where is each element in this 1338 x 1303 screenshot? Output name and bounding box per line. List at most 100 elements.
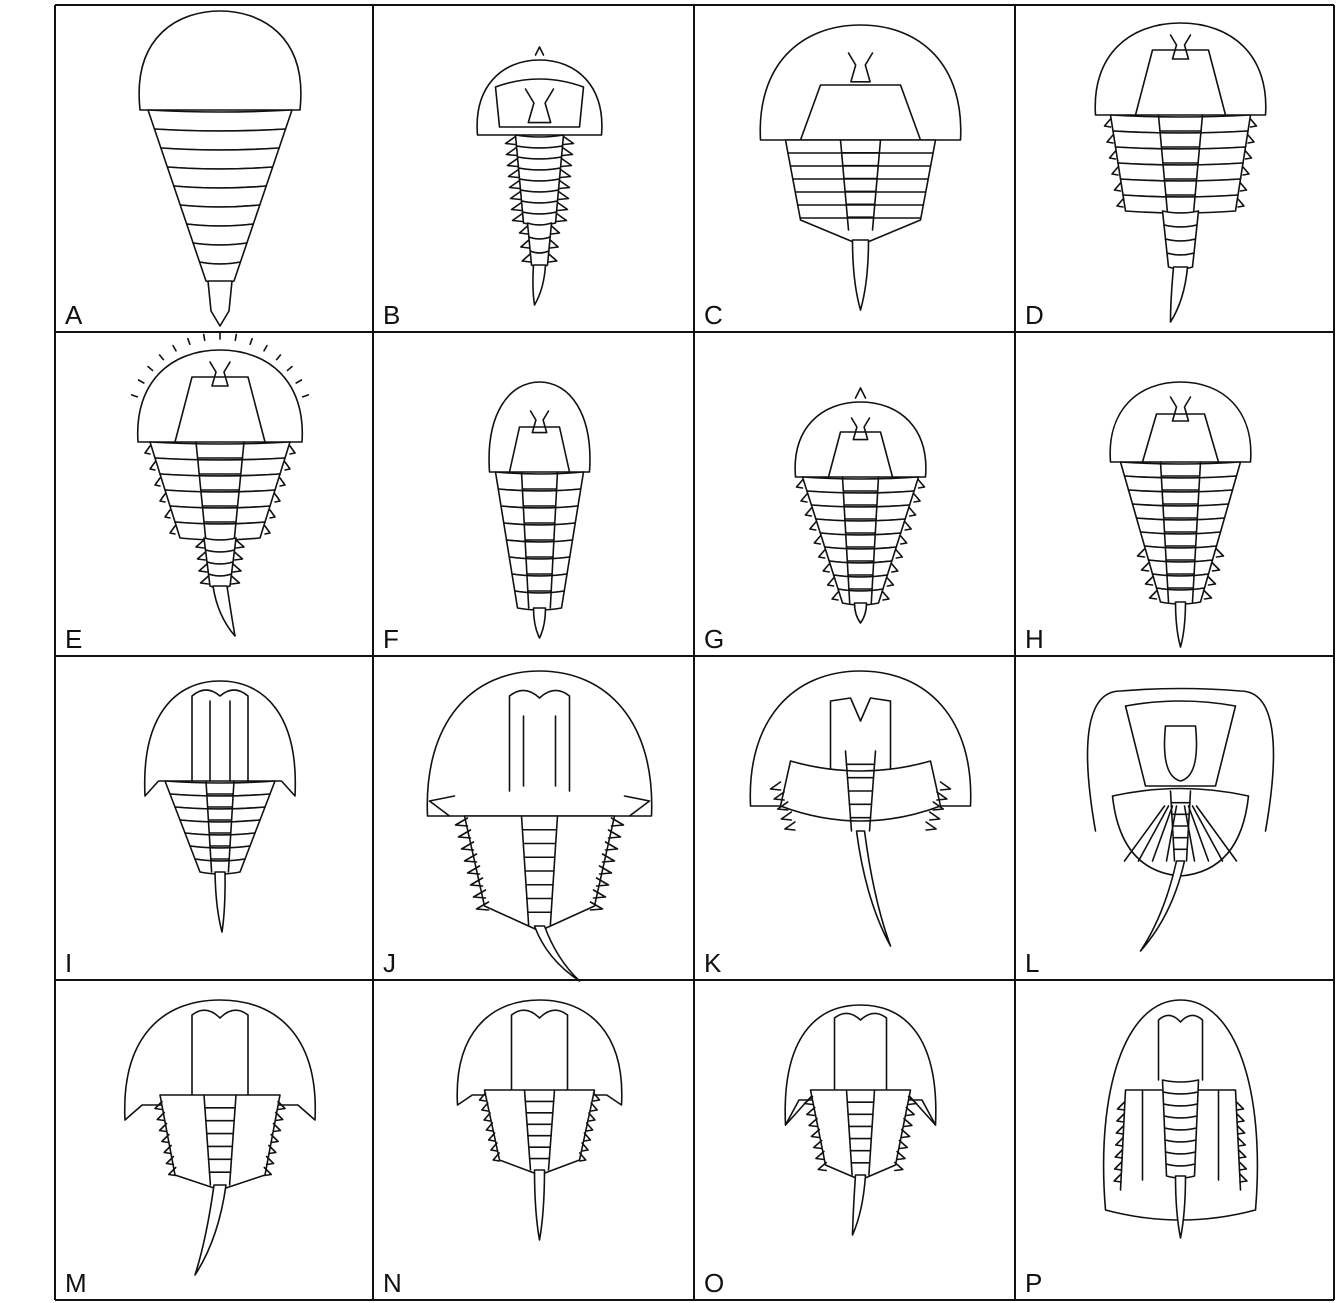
body-segment xyxy=(1163,211,1199,227)
lateral-spine xyxy=(512,203,522,211)
marginal-spine xyxy=(204,334,205,340)
body-segment xyxy=(507,540,573,559)
lateral-spine xyxy=(816,1152,824,1160)
lateral-spine xyxy=(797,480,803,488)
lateral-spine xyxy=(883,592,889,600)
lateral-spine xyxy=(557,214,567,222)
lateral-spine xyxy=(232,576,240,584)
body-segment xyxy=(504,523,576,542)
lateral-spine xyxy=(1110,151,1116,159)
lateral-spine xyxy=(558,203,568,211)
body-segment xyxy=(1163,1080,1199,1094)
body-segment xyxy=(496,472,584,491)
lateral-spine xyxy=(198,552,206,560)
lateral-spine xyxy=(910,508,916,516)
lateral-spine xyxy=(801,494,807,502)
lateral-spine xyxy=(196,540,204,548)
lateral-spine xyxy=(550,240,558,248)
panel-label-j: J xyxy=(383,948,396,978)
lateral-spine xyxy=(584,1133,590,1141)
marginal-spine xyxy=(296,380,301,383)
panel-a: A xyxy=(65,11,301,330)
lateral-spine xyxy=(1238,199,1244,207)
head-shield xyxy=(427,671,651,816)
lateral-spine xyxy=(290,446,295,454)
lateral-spine xyxy=(1246,151,1252,159)
telson xyxy=(213,586,235,636)
specimen-drawing-o xyxy=(785,1005,936,1235)
lateral-spine xyxy=(484,1113,490,1121)
lateral-spine xyxy=(905,522,911,530)
panel-h: H xyxy=(1025,382,1251,654)
head-shield xyxy=(138,350,303,442)
lateral-spine xyxy=(1209,577,1216,585)
lateral-spine xyxy=(895,1163,903,1171)
panel-label-a: A xyxy=(65,300,83,330)
marginal-spine xyxy=(264,346,267,351)
lateral-spine xyxy=(899,1141,907,1149)
lateral-spine xyxy=(1217,549,1224,557)
lateral-spine xyxy=(201,576,209,584)
body-segment xyxy=(512,574,567,593)
panel-f: F xyxy=(383,382,590,654)
panel-label-f: F xyxy=(383,624,399,654)
panel-label-l: L xyxy=(1025,948,1039,978)
body-segment xyxy=(207,562,233,576)
lateral-spine xyxy=(809,1119,817,1127)
lateral-spine xyxy=(155,478,160,486)
body-segment xyxy=(1123,195,1238,213)
body-segment xyxy=(518,157,562,170)
lateral-spine xyxy=(552,226,560,234)
panel-label-o: O xyxy=(704,1268,724,1298)
body-segment xyxy=(193,243,247,264)
lateral-spine xyxy=(814,536,820,544)
specimen-drawing-e xyxy=(132,333,309,636)
panel-j: J xyxy=(383,671,652,981)
lateral-spine xyxy=(1243,167,1249,175)
marginal-spine xyxy=(188,339,190,345)
lateral-spine xyxy=(506,137,516,145)
body-segment xyxy=(517,146,563,159)
telson xyxy=(853,240,869,310)
body-segment xyxy=(516,135,564,148)
lateral-spine xyxy=(589,1113,595,1121)
specimen-drawing-g xyxy=(795,388,926,623)
body-segment xyxy=(521,190,559,203)
lateral-spine xyxy=(270,510,275,518)
lateral-spine xyxy=(1115,183,1121,191)
lateral-spine xyxy=(521,240,529,248)
body-segment xyxy=(501,506,578,525)
body-segment xyxy=(180,205,260,226)
body-segment xyxy=(498,489,581,508)
body-segment xyxy=(519,168,561,181)
lateral-spine xyxy=(507,148,517,156)
lateral-spine xyxy=(1213,563,1220,571)
telson xyxy=(857,831,891,946)
lateral-spine xyxy=(897,1152,905,1160)
lateral-spine xyxy=(235,552,243,560)
lateral-spine xyxy=(902,1130,910,1138)
lateral-spine xyxy=(520,226,528,234)
lateral-spine xyxy=(805,508,811,516)
thoracetron xyxy=(485,1090,595,1175)
lateral-spine xyxy=(914,494,920,502)
marginal-spine xyxy=(160,355,164,360)
panel-g: G xyxy=(704,388,926,654)
lateral-spine xyxy=(906,1108,914,1116)
thoracetron xyxy=(160,1095,280,1190)
specimen-drawing-d xyxy=(1095,23,1266,322)
telson xyxy=(533,265,546,305)
lateral-spine xyxy=(564,137,574,145)
body-segment xyxy=(1164,1104,1198,1118)
lateral-spine xyxy=(562,159,572,167)
panel-label-n: N xyxy=(383,1268,402,1298)
lateral-spine xyxy=(511,192,521,200)
body-segment xyxy=(161,148,279,169)
body-segment xyxy=(1166,1152,1196,1166)
lateral-spine xyxy=(781,812,791,820)
lateral-spine xyxy=(482,1103,488,1111)
lateral-spine xyxy=(811,1130,819,1138)
lateral-spine xyxy=(1142,563,1149,571)
lateral-spine xyxy=(819,550,825,558)
